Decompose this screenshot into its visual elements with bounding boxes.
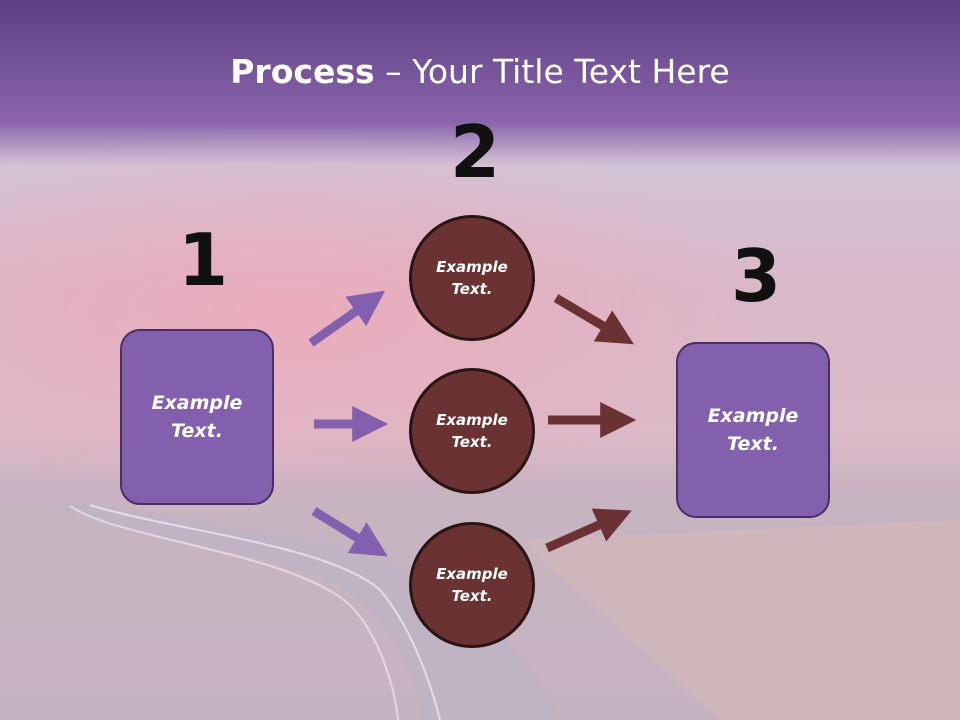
right-step-box: Example Text. bbox=[676, 342, 830, 518]
step-circle-middle-text: Example Text. bbox=[436, 410, 508, 452]
right-step-box-text: Example Text. bbox=[707, 404, 799, 456]
slide-title-rest: – Your Title Text Here bbox=[374, 52, 730, 91]
step-number-1: 1 bbox=[178, 218, 229, 302]
step-circle-middle: Example Text. bbox=[409, 368, 535, 494]
step-number-2: 2 bbox=[450, 110, 501, 194]
step-number-3: 3 bbox=[731, 234, 782, 318]
step-circle-bottom: Example Text. bbox=[409, 522, 535, 648]
left-step-box-text: Example Text. bbox=[151, 391, 243, 443]
step-circle-top: Example Text. bbox=[409, 215, 535, 341]
step-circle-top-text: Example Text. bbox=[436, 257, 508, 299]
slide-title: Process – Your Title Text Here bbox=[0, 52, 960, 91]
slide-title-bold: Process bbox=[230, 52, 375, 91]
step-circle-bottom-text: Example Text. bbox=[436, 564, 508, 606]
left-step-box: Example Text. bbox=[120, 329, 274, 505]
